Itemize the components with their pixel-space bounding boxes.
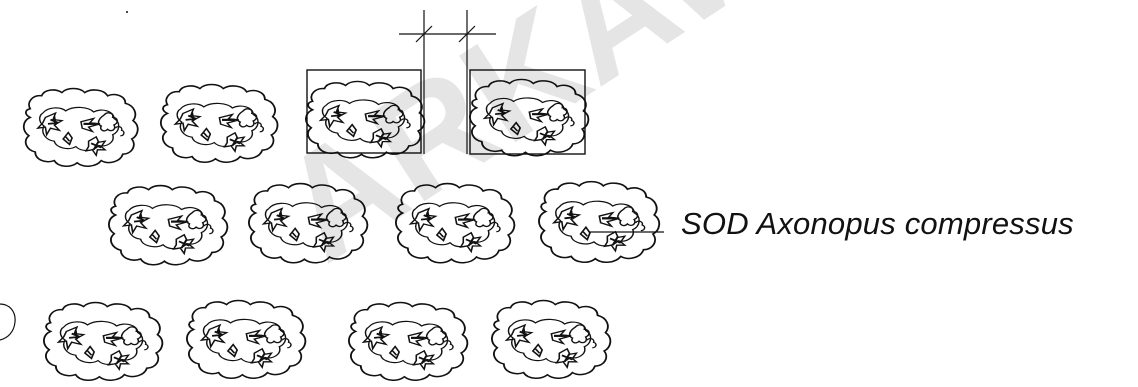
shrub-symbol	[468, 78, 590, 158]
shrub-symbol	[107, 184, 229, 267]
shrub-symbol	[22, 87, 139, 168]
edge-marker	[0, 303, 16, 341]
plant-label: SOD Axonopus compressus	[681, 206, 1074, 241]
shrub-symbol	[159, 83, 279, 164]
shrub-symbol	[394, 182, 516, 265]
shrub-symbol	[247, 182, 369, 265]
shrub-symbol	[490, 299, 612, 380]
wall-detail	[399, 10, 496, 154]
shrub-frame	[306, 69, 422, 154]
shrub-symbol	[42, 301, 164, 382]
dot	[126, 11, 128, 13]
shrub-symbol	[304, 80, 426, 160]
shrub-symbol	[185, 299, 307, 380]
shrub-frame	[469, 69, 586, 155]
shrub-symbol	[537, 180, 661, 264]
shrub-symbol	[347, 301, 469, 382]
